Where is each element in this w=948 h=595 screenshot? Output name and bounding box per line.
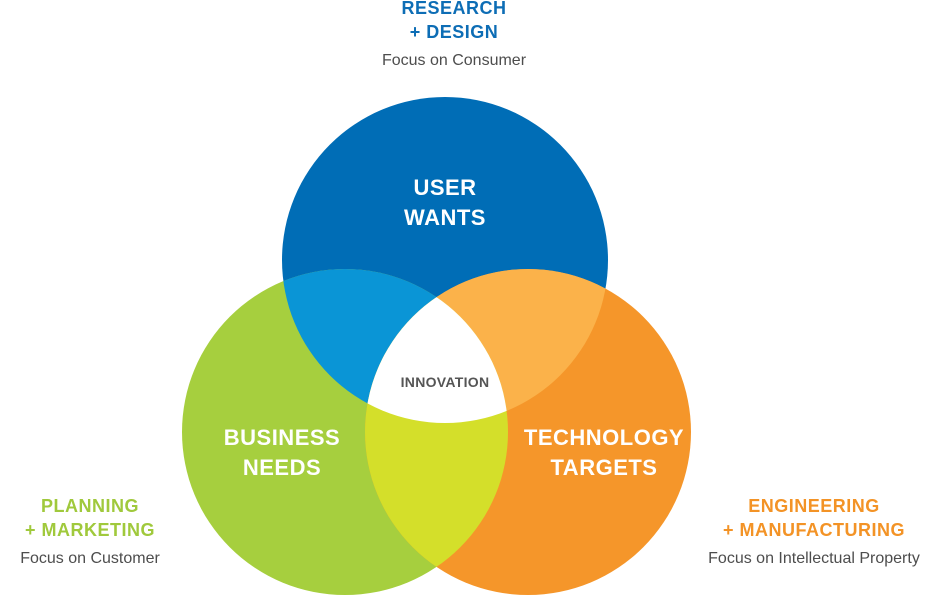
research-focus: Focus on Consumer xyxy=(381,52,527,69)
engineering-focus: Focus on Intellectual Property xyxy=(708,550,920,567)
business-needs-line1: BUSINESS xyxy=(224,425,340,450)
user-wants-line2: WANTS xyxy=(404,205,486,230)
technology-targets-line2: TARGETS xyxy=(551,455,658,480)
group-engineering-manufacturing: ENGINEERING + MANUFACTURING Focus on Int… xyxy=(680,494,948,568)
group-planning-marketing: PLANNING + MARKETING Focus on Customer xyxy=(0,494,180,568)
overlap-innovation xyxy=(365,269,508,423)
research-line2: + DESIGN xyxy=(409,22,499,42)
planning-focus: Focus on Customer xyxy=(20,550,160,567)
engineering-line1: ENGINEERING xyxy=(748,496,880,516)
technology-targets-line1: TECHNOLOGY xyxy=(524,425,684,450)
business-needs-line2: NEEDS xyxy=(243,455,321,480)
planning-line2: + MARKETING xyxy=(24,520,155,540)
engineering-line2: + MANUFACTURING xyxy=(723,520,905,540)
user-wants-line1: USER xyxy=(413,175,476,200)
innovation-label: INNOVATION xyxy=(401,374,490,390)
group-research-design: RESEARCH + DESIGN Focus on Consumer xyxy=(334,0,574,70)
research-line1: RESEARCH xyxy=(401,0,507,18)
planning-line1: PLANNING xyxy=(41,496,139,516)
